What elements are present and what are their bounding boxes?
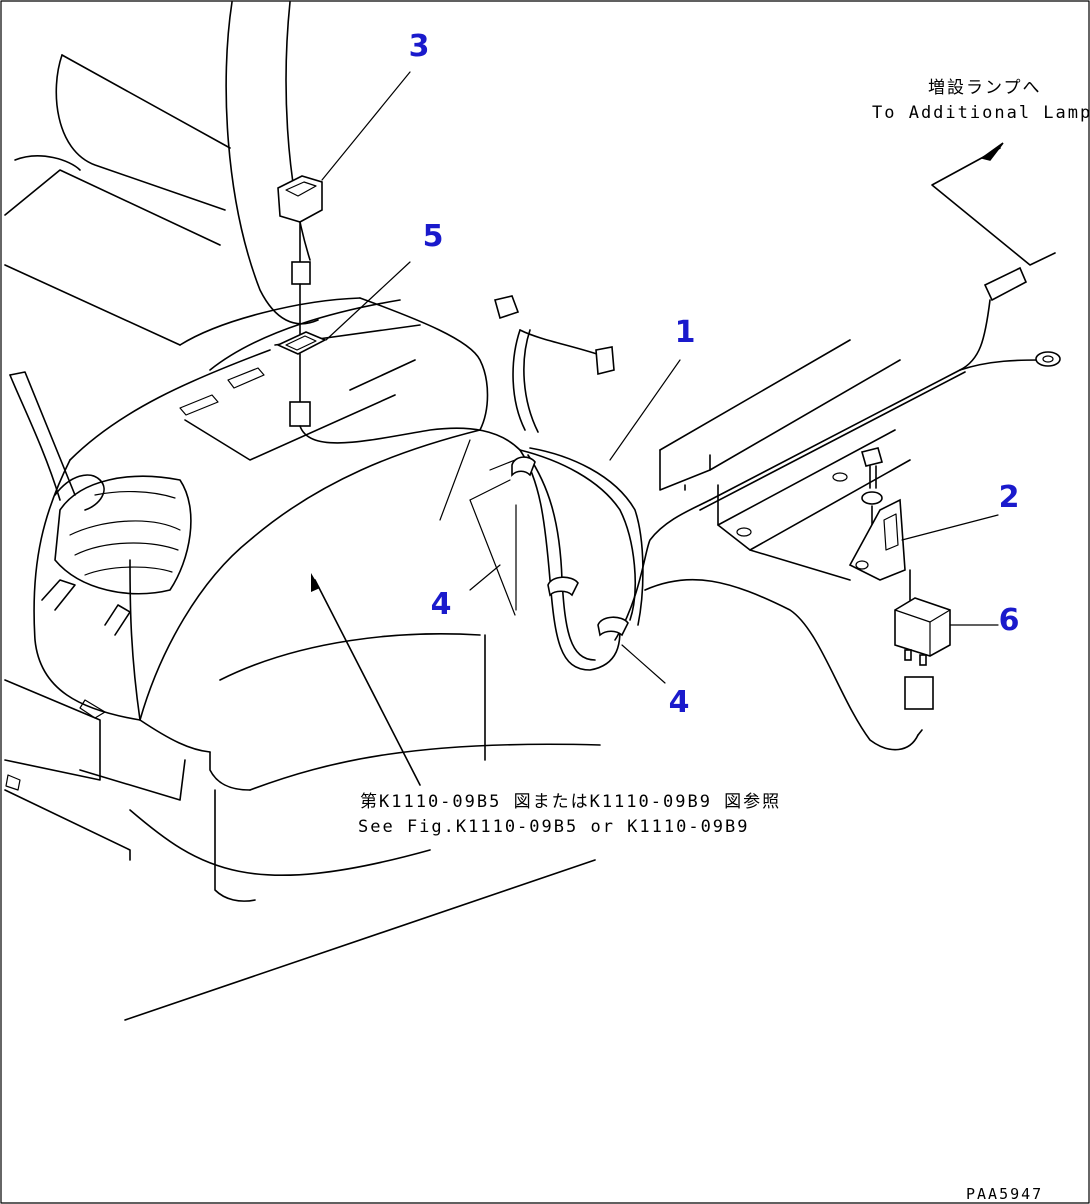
reference-note-en: See Fig.K1110-09B5 or K1110-09B9 (358, 817, 750, 837)
right-console (33, 324, 601, 1021)
reference-arrow (311, 573, 421, 786)
plate-part-5 (276, 331, 327, 427)
joystick-lever (9, 371, 192, 636)
callout-5: 5 (422, 219, 444, 254)
clamps-part-4 (511, 456, 629, 637)
callout-4-right: 4 (668, 685, 690, 720)
relay-and-bracket (848, 447, 951, 666)
drawing-code: PAA5947 (966, 1185, 1044, 1203)
wiring-harness (299, 266, 1061, 751)
callout-3: 3 (408, 29, 430, 64)
switch-part-3 (277, 175, 323, 341)
callout-1: 1 (674, 315, 696, 350)
reference-note-jp: 第K1110-09B5 図またはK1110-09B9 図参照 (360, 792, 782, 812)
seat-base (4, 679, 186, 861)
callout-6: 6 (998, 603, 1020, 638)
callout-2: 2 (998, 480, 1020, 515)
callout-4-left: 4 (430, 587, 452, 622)
mounting-bracket (659, 339, 911, 581)
lamp-note-jp: 増設ランプへ (928, 78, 1042, 98)
operator-seat (4, 1, 489, 431)
lamp-note-en: To Additional Lamp (872, 103, 1090, 123)
leader-lines (321, 71, 999, 684)
lamp-arrow (931, 142, 1056, 266)
